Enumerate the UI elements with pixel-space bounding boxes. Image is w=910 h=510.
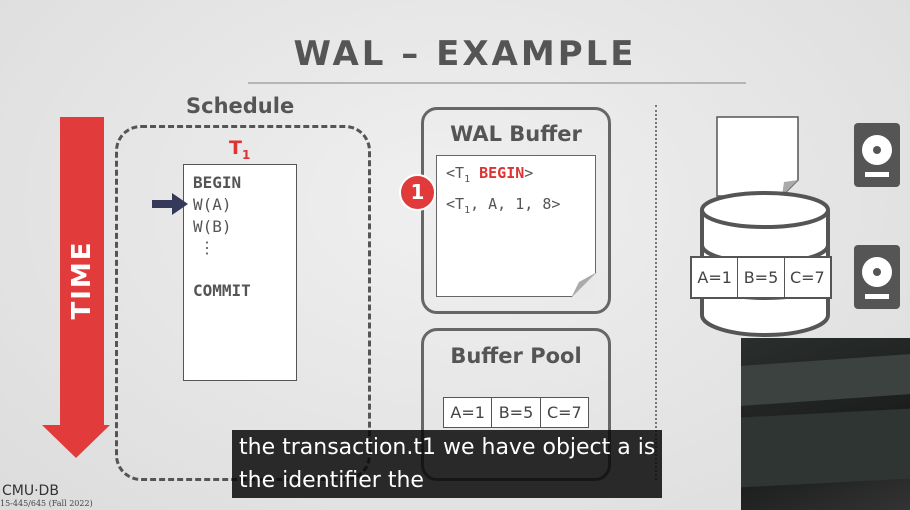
- course-label: 15-445/645 (Fall 2022): [0, 499, 93, 508]
- disk-cell-b: B=5: [738, 258, 785, 297]
- wal-buffer-panel: WAL Buffer: [421, 107, 611, 314]
- hard-drive-icon: [854, 123, 900, 187]
- wal-buffer-title: WAL Buffer: [450, 122, 582, 146]
- op-ellipsis: ⋮: [199, 238, 215, 257]
- step-badge: 1: [399, 174, 436, 211]
- caption-line: the transaction.t1 we have object a is: [239, 435, 656, 460]
- txn-ops-box: BEGIN W(A) W(B) ⋮ COMMIT: [183, 164, 297, 381]
- disk-cell-a: A=1: [692, 258, 739, 297]
- slide-title: WAL – EXAMPLE: [293, 34, 637, 74]
- disk-cells: A=1 B=5 C=7: [690, 256, 832, 299]
- memory-disk-divider: [655, 105, 657, 480]
- current-op-arrow-icon: [152, 193, 188, 215]
- time-label: TIME: [67, 240, 97, 320]
- op-write-b: W(B): [193, 217, 232, 236]
- txn-label: T1: [229, 137, 251, 162]
- op-commit: COMMIT: [193, 281, 251, 300]
- schedule-label: Schedule: [186, 94, 295, 118]
- time-arrow: [42, 117, 110, 458]
- buffer-pool-cells: A=1 B=5 C=7: [443, 397, 589, 428]
- cell-a: A=1: [444, 398, 493, 427]
- cell-b: B=5: [492, 398, 541, 427]
- wal-buffer-page: <T1 BEGIN> <T1, A, 1, 8>: [436, 155, 596, 297]
- video-caption: the transaction.t1 we have object a is t…: [232, 430, 663, 498]
- disk-cell-c: C=7: [789, 268, 825, 287]
- page-fold-icon: [571, 272, 597, 298]
- caption-line: the identifier the: [239, 468, 424, 493]
- cmu-db-logo: CMU·DB: [2, 483, 59, 499]
- buffer-pool-title: Buffer Pool: [450, 344, 582, 368]
- title-divider: [248, 82, 746, 84]
- wal-entry: <T1 BEGIN>: [446, 164, 534, 185]
- wal-entry: <T1, A, 1, 8>: [446, 195, 561, 216]
- hard-drive-icon: [854, 245, 900, 309]
- cell-c: C=7: [546, 403, 582, 422]
- op-write-a: W(A): [193, 195, 232, 214]
- log-file-page-icon: [716, 116, 799, 197]
- lecturer-video-inset: [741, 338, 910, 510]
- op-begin: BEGIN: [193, 173, 242, 192]
